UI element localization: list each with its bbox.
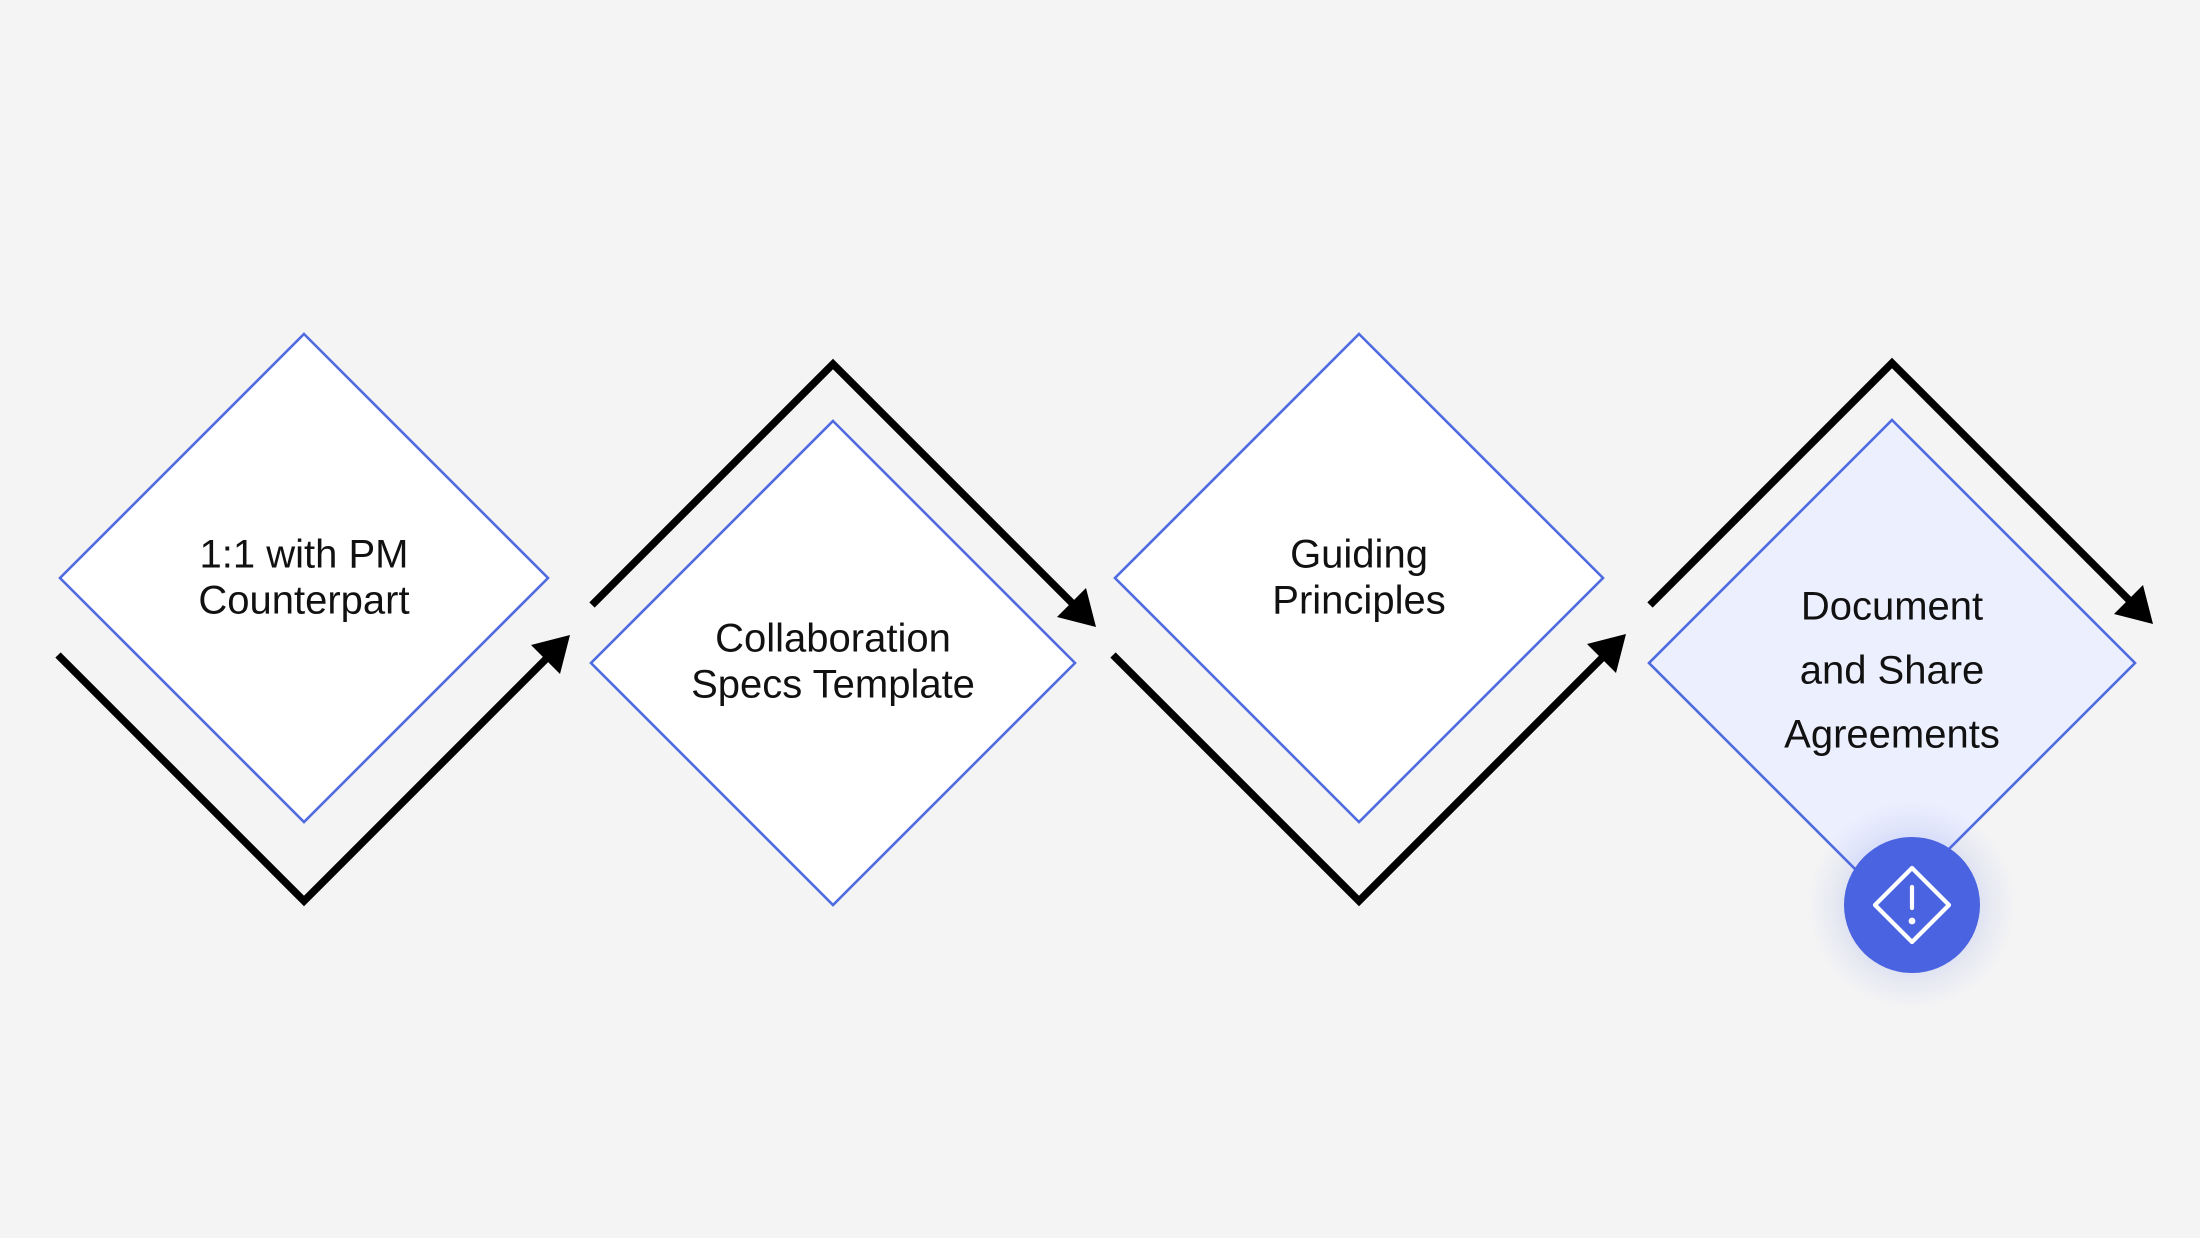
node-2-label-line-1: Collaboration bbox=[715, 617, 951, 661]
connector-3-path bbox=[1110, 645, 1615, 907]
warning-badge[interactable] bbox=[1808, 801, 2016, 1009]
flow-node-3[interactable]: Guiding Principles bbox=[1113, 332, 1605, 824]
node-3-label-line-2: Principles bbox=[1272, 579, 1445, 623]
connector-3-arrowhead-icon bbox=[1587, 634, 1626, 673]
flow-node-1[interactable]: 1:1 with PM Counterpart bbox=[58, 332, 550, 824]
node-2-diamond-shape[interactable] bbox=[589, 419, 1077, 907]
connector-2-path bbox=[589, 358, 1083, 614]
node-4-label-line-2: and Share bbox=[1800, 649, 1985, 693]
warning-badge-exclamation-dot bbox=[1908, 917, 1916, 925]
connector-1-path bbox=[55, 646, 559, 907]
node-layer: 1:1 with PM Counterpart Collaboration Sp… bbox=[58, 332, 2137, 908]
flow-node-4[interactable]: Document and Share Agreements bbox=[1647, 418, 2137, 908]
node-2-label-line-2: Specs Template bbox=[691, 663, 975, 707]
node-3-diamond-shape[interactable] bbox=[1113, 332, 1605, 824]
flow-node-2[interactable]: Collaboration Specs Template bbox=[589, 419, 1077, 907]
connector-4 bbox=[1647, 357, 2153, 624]
connector-1-arrowhead-icon bbox=[531, 635, 570, 674]
node-1-diamond-shape[interactable] bbox=[58, 332, 550, 824]
connector-1 bbox=[55, 635, 570, 907]
connector-2 bbox=[589, 358, 1096, 627]
connector-4-path bbox=[1647, 357, 2140, 611]
node-1-label-line-2: Counterpart bbox=[198, 579, 409, 623]
warning-diamond-exclamation-icon bbox=[1872, 865, 1952, 945]
node-4-label-line-3: Agreements bbox=[1784, 713, 2000, 757]
node-1-label-line-1: 1:1 with PM bbox=[200, 533, 409, 577]
connector-4-arrowhead-icon bbox=[2114, 585, 2153, 624]
connector-layer bbox=[55, 357, 2153, 907]
connector-2-arrowhead-icon bbox=[1057, 588, 1096, 627]
node-4-label-line-1: Document bbox=[1801, 585, 1983, 629]
node-3-label-line-1: Guiding bbox=[1290, 533, 1428, 577]
connector-3 bbox=[1110, 634, 1626, 907]
